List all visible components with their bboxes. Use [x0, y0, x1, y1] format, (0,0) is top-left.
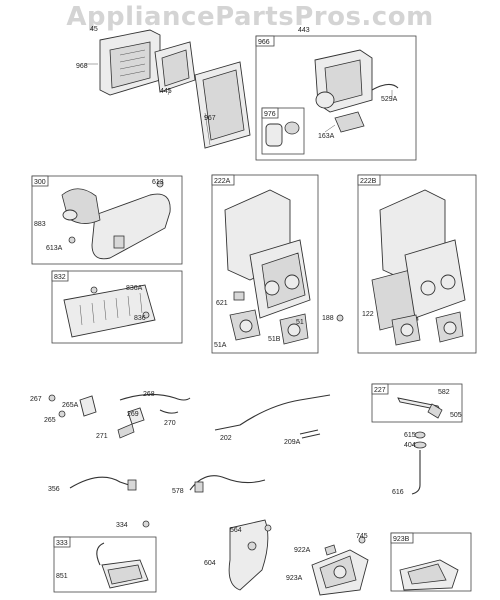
part-label: 923A [286, 575, 303, 582]
blower-housing-baffle [228, 519, 272, 591]
wires-row [69, 475, 266, 493]
group-label-227: 227 [374, 387, 386, 394]
armature [96, 520, 150, 589]
throttle-links [48, 393, 331, 439]
group-label-333: 333 [56, 540, 68, 547]
part-label: 922A [294, 547, 311, 554]
group-tag-832 [51, 270, 69, 282]
group-box-966 [255, 35, 417, 161]
part-label: 267 [30, 396, 42, 403]
muffler [61, 180, 171, 260]
part-label: 578 [172, 488, 184, 495]
part-label: 613A [46, 245, 63, 252]
part-label: 334 [116, 522, 128, 529]
part-label: 443 [298, 27, 310, 34]
group-label-976: 976 [264, 111, 276, 118]
group-tag-976 [261, 107, 279, 119]
watermark: AppliancePartsPros.com [66, 2, 434, 32]
part-label: 505 [450, 412, 462, 419]
group-tag-966 [255, 35, 275, 47]
part-label: 967 [204, 115, 216, 122]
choke-rod [411, 431, 427, 495]
screw-188 [336, 314, 344, 322]
part-label: 616 [392, 489, 404, 496]
group-box-923B [390, 532, 472, 592]
part-label: 604 [204, 560, 216, 567]
group-box-300 [31, 175, 183, 265]
group-label-923B: 923B [393, 536, 410, 543]
group-label-222A: 222A [214, 178, 231, 185]
part-label: 202 [220, 435, 232, 442]
governor-control-222B [371, 189, 466, 346]
carburetor [311, 536, 369, 596]
air-cleaner-assembly [85, 29, 251, 149]
part-label: 188 [322, 315, 334, 322]
part-label: 968 [76, 63, 88, 70]
part-label: 445 [160, 88, 172, 95]
part-label: 269 [127, 411, 139, 418]
group-box-976 [261, 107, 305, 155]
part-label: 356 [48, 486, 60, 493]
part-label: 270 [164, 420, 176, 427]
group-box-832 [51, 270, 183, 344]
part-label: 209A [284, 439, 301, 446]
part-label: 404 [404, 442, 416, 449]
group-label-966: 966 [258, 39, 270, 46]
pre-cleaner [265, 121, 300, 147]
group-tag-222A [211, 174, 235, 186]
part-label: 582 [438, 389, 450, 396]
group-tag-227 [371, 383, 389, 395]
part-label: 265A [62, 402, 79, 409]
group-label-222B: 222B [360, 178, 377, 185]
group-tag-923B [390, 532, 414, 544]
part-label: 268 [143, 391, 155, 398]
carburetor-923B [399, 559, 459, 591]
part-label: 51B [268, 336, 281, 343]
part-label: 163A [318, 133, 335, 140]
part-label: 745 [356, 533, 368, 540]
group-box-222B [357, 174, 477, 354]
part-label: 51A [214, 342, 227, 349]
governor-control-222A [224, 189, 311, 345]
air-cleaner-cover [314, 49, 399, 133]
group-box-222A [211, 174, 319, 354]
group-tag-222B [357, 174, 381, 186]
group-label-300: 300 [34, 179, 46, 186]
part-labels: 45 968 445 967 443 163A 529A 613 883 613… [30, 26, 462, 582]
part-label: 836A [126, 285, 143, 292]
part-label: 883 [34, 221, 46, 228]
part-label: 45 [90, 26, 98, 33]
part-label: 271 [96, 433, 108, 440]
group-tag-300 [31, 175, 49, 187]
part-label: 851 [56, 573, 68, 580]
group-tag-333 [53, 536, 71, 548]
group-box-227 [371, 383, 463, 423]
part-label: 51 [296, 319, 304, 326]
group-box-333 [53, 536, 157, 593]
part-label: 613 [152, 179, 164, 186]
group-label-832: 832 [54, 274, 66, 281]
part-label: 621 [216, 300, 228, 307]
part-label: 265 [44, 417, 56, 424]
part-label: 122 [362, 311, 374, 318]
part-label: 615 [404, 432, 416, 439]
muffler-guard [63, 284, 156, 338]
part-label: 564 [230, 527, 242, 534]
part-label: 529A [381, 96, 398, 103]
control-lever [397, 397, 443, 419]
part-label: 836 [134, 315, 146, 322]
